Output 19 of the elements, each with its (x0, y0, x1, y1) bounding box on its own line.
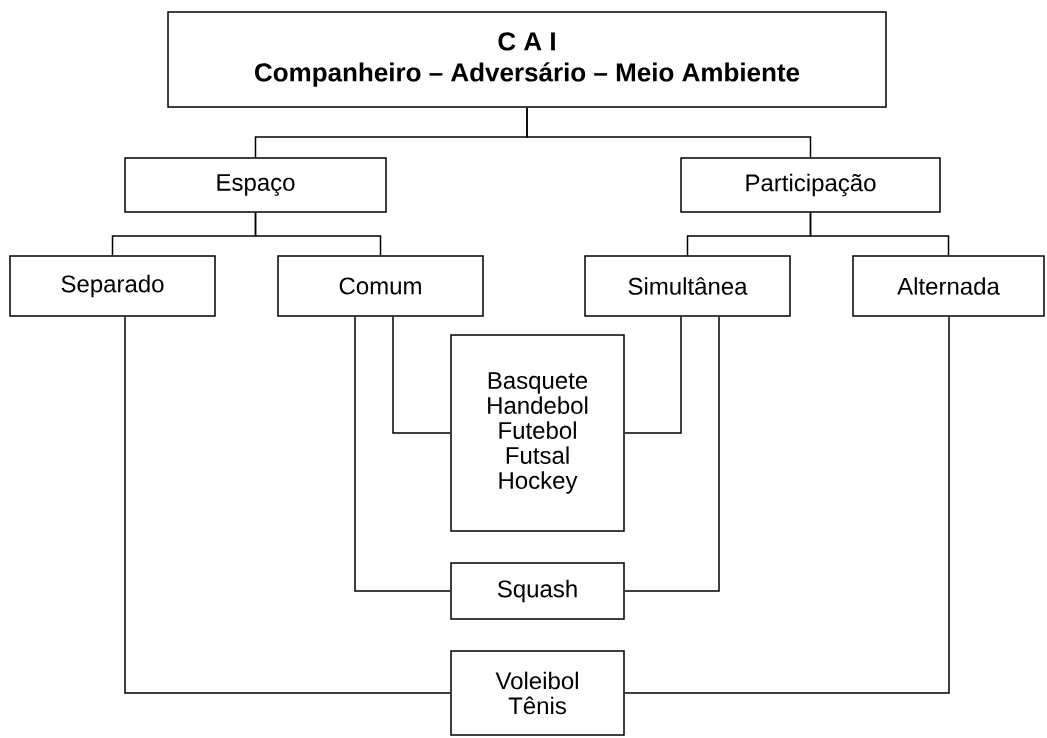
category-box: Simultânea (584, 255, 791, 317)
connector-line (392, 316, 451, 434)
sport-box: Voleibol Tênis (450, 650, 625, 736)
connector-line (254, 212, 382, 256)
category-box: Comum (277, 255, 484, 317)
connector-line (624, 316, 950, 694)
sport-box: Basquete Handebol Futebol Futsal Hockey (450, 334, 625, 532)
sport-box: Squash (450, 562, 625, 620)
category-box: Alternada (852, 255, 1045, 317)
connector-line (624, 316, 720, 592)
category-box: Participação (680, 157, 941, 213)
connector-line (124, 316, 451, 694)
connector-line (354, 316, 451, 592)
connector-line (624, 316, 682, 434)
category-box: Espaço (124, 157, 387, 213)
category-box: Separado (9, 255, 216, 317)
connector-line (809, 212, 950, 256)
title-box: C A I Companheiro – Adversário – Meio Ambiente (167, 11, 887, 108)
connector-line (526, 107, 812, 158)
